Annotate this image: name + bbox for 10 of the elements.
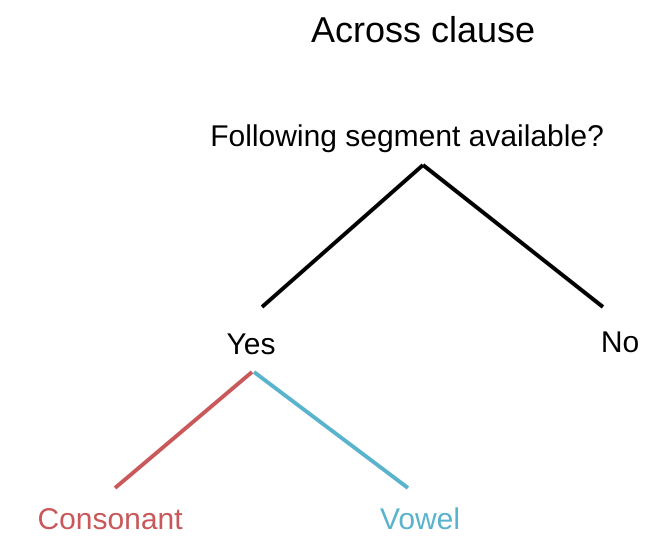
node-label: Vowel <box>380 502 460 538</box>
branch-line <box>114 370 254 490</box>
node-label: No <box>600 325 640 361</box>
branch-line <box>260 164 424 308</box>
node-label: Following segment available? <box>210 119 604 155</box>
branch-line <box>422 163 604 309</box>
diagram-title: Across clause <box>310 8 536 52</box>
branch-line <box>252 370 410 490</box>
node-label: Consonant <box>37 502 183 538</box>
node-label: Yes <box>226 327 276 363</box>
